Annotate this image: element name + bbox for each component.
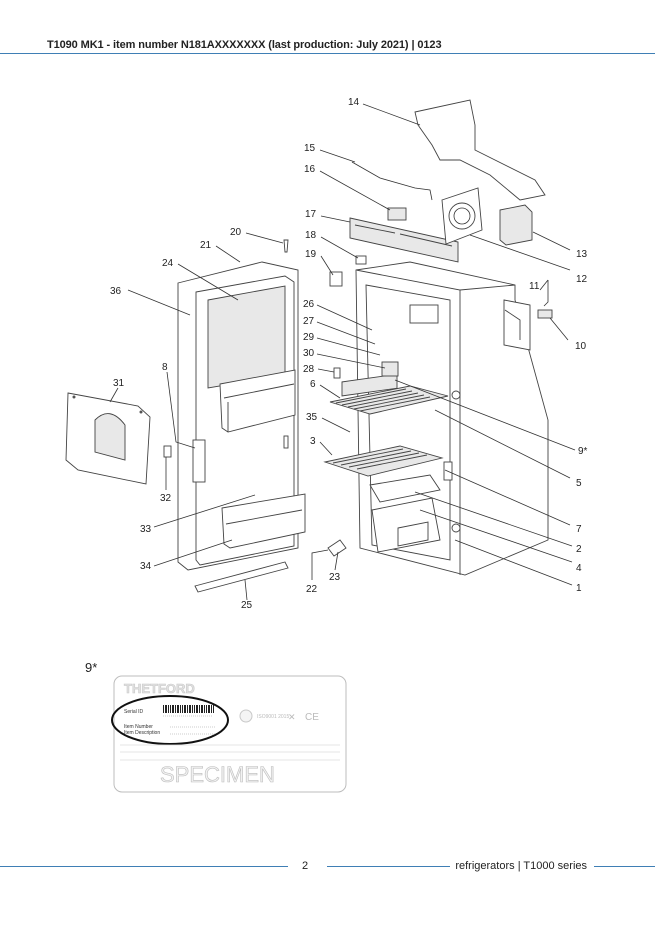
callout-25: 25 xyxy=(241,600,253,611)
plug-10 xyxy=(537,309,553,319)
callout-31: 31 xyxy=(113,378,125,389)
page-title: T1090 MK1 - item number N181AXXXXXXX (la… xyxy=(47,39,442,51)
callout-34: 34 xyxy=(140,561,152,572)
door-panel xyxy=(65,392,151,485)
specimen-watermark: SPECIMEN xyxy=(160,762,275,787)
cabinet xyxy=(323,261,549,576)
hinge-18 xyxy=(355,255,367,265)
probe-11 xyxy=(543,280,549,307)
bracket-19 xyxy=(329,271,343,287)
callout-32: 32 xyxy=(160,493,172,504)
callout-26: 26 xyxy=(303,299,315,310)
callout-19: 19 xyxy=(305,249,317,260)
callout-17: 17 xyxy=(305,209,317,220)
callout-22: 22 xyxy=(306,584,318,595)
callout-2: 2 xyxy=(576,544,582,555)
item-number-label: Item Number xyxy=(124,724,153,730)
callout-30: 30 xyxy=(303,348,315,359)
footer-series-label: refrigerators | T1000 series xyxy=(455,860,587,872)
ce-mark: CE xyxy=(305,712,319,723)
callout-33: 33 xyxy=(140,524,152,535)
callout-8: 8 xyxy=(162,362,168,373)
label-card-heading: 9* xyxy=(85,660,97,675)
callout-16: 16 xyxy=(304,164,316,175)
callout-28: 28 xyxy=(303,364,315,375)
bracket-28 xyxy=(333,367,341,379)
callout-7: 7 xyxy=(576,524,582,535)
callout-21: 21 xyxy=(200,240,212,251)
cable-15 xyxy=(351,161,433,201)
page-number: 2 xyxy=(302,860,309,872)
cert-text: ISO9001 2015 xyxy=(257,714,289,720)
callout-9star: 9* xyxy=(578,446,588,457)
footer-divider-right xyxy=(594,866,655,867)
callout-36: 36 xyxy=(110,286,122,297)
thermostat-16 xyxy=(387,207,407,221)
weee-icon: ✕ xyxy=(288,712,296,722)
top-cover-14 xyxy=(414,99,546,201)
brand-logo: THETFORD xyxy=(124,681,195,696)
leader-lines xyxy=(109,103,576,601)
callout-23: 23 xyxy=(329,572,341,583)
callout-15: 15 xyxy=(304,143,316,154)
footer-divider-left xyxy=(0,866,288,867)
callout-labels: 14 15 16 17 18 19 20 21 24 36 26 27 29 3… xyxy=(110,97,588,611)
callout-35: 35 xyxy=(306,412,318,423)
callout-5: 5 xyxy=(576,478,582,489)
plate-30 xyxy=(381,361,399,377)
callout-27: 27 xyxy=(303,316,315,327)
control-panel-17 xyxy=(349,217,459,263)
header-divider xyxy=(0,53,655,54)
callout-1: 1 xyxy=(576,583,582,594)
callout-4: 4 xyxy=(576,563,582,574)
serial-label-card: 9* THETFORD Serial ID Item Number Item D… xyxy=(85,660,347,793)
item-description-label: Item Description xyxy=(124,730,160,736)
callout-6: 6 xyxy=(310,379,316,390)
callout-14: 14 xyxy=(348,97,360,108)
serial-id-label: Serial ID xyxy=(124,709,144,715)
barcode xyxy=(163,705,214,713)
clip-32 xyxy=(163,445,172,458)
box-13 xyxy=(499,204,533,246)
callout-18: 18 xyxy=(305,230,317,241)
callout-3: 3 xyxy=(310,436,316,447)
callout-12: 12 xyxy=(576,274,588,285)
door-assembly xyxy=(177,261,306,571)
hinge-23 xyxy=(327,539,347,557)
footer-divider-middle xyxy=(327,866,450,867)
callout-24: 24 xyxy=(162,258,174,269)
rail-25 xyxy=(194,561,289,593)
screw-20 xyxy=(283,239,289,253)
callout-29: 29 xyxy=(303,332,315,343)
callout-20: 20 xyxy=(230,227,242,238)
callout-13: 13 xyxy=(576,249,588,260)
callout-10: 10 xyxy=(575,341,587,352)
callout-11: 11 xyxy=(529,281,540,292)
